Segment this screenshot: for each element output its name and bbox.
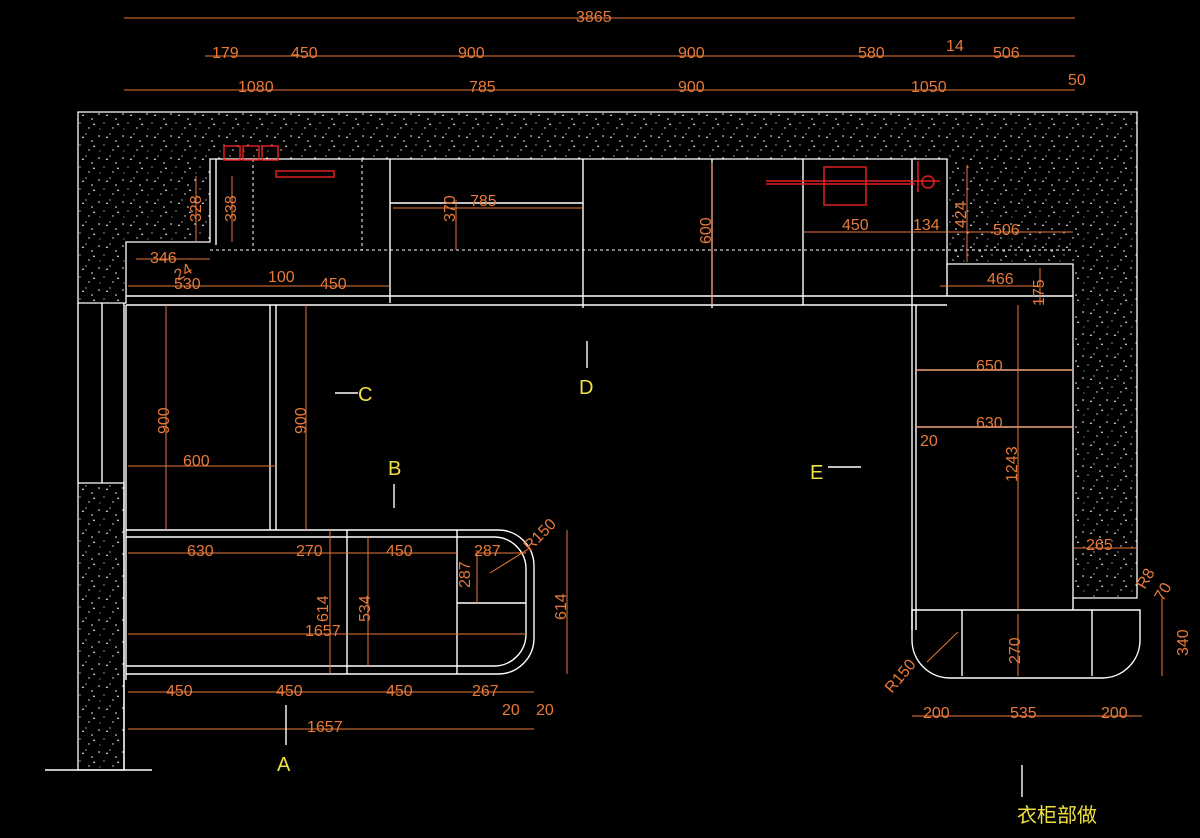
dim-287-vert: 287 xyxy=(457,561,474,588)
top-dimensions: 3865 179 450 900 900 580 14 506 1080 785… xyxy=(212,9,1086,96)
wall-left-lower xyxy=(77,482,125,771)
zone-label-d: D xyxy=(579,377,593,399)
dim-r150-right: R150 xyxy=(882,656,920,696)
zone-labels: A B C D E 衣柜部做 xyxy=(277,377,1097,827)
zone-label-e: E xyxy=(810,462,823,484)
dim-600-left: 600 xyxy=(183,453,210,470)
dim-328: 328 xyxy=(188,195,205,222)
dim-200-right: 200 xyxy=(1101,705,1128,722)
bottom-dimensions: 450 450 450 267 20 20 1657 xyxy=(166,683,554,736)
dim-24: 24 xyxy=(172,261,196,285)
dim-r150-island: R150 xyxy=(521,516,560,555)
dim-535: 535 xyxy=(1010,705,1037,722)
dim-650: 650 xyxy=(976,358,1003,375)
dim-top-179: 179 xyxy=(212,45,239,62)
dim-top-14: 14 xyxy=(946,38,964,55)
dim-bottom-20b: 20 xyxy=(536,702,554,719)
dim-134: 134 xyxy=(913,217,940,234)
dim-530: 530 xyxy=(174,276,201,293)
dim-row3-900: 900 xyxy=(678,79,705,96)
walls xyxy=(45,111,1138,771)
dim-top-900b: 900 xyxy=(678,45,705,62)
zone-label-c: C xyxy=(358,384,372,406)
dim-bottom-267: 267 xyxy=(472,683,499,700)
dim-534: 534 xyxy=(357,595,374,622)
dim-bottom-450b: 450 xyxy=(276,683,303,700)
dim-row3-50: 50 xyxy=(1068,72,1086,89)
dim-265: 265 xyxy=(1086,537,1113,554)
dim-370: 370 xyxy=(442,195,459,222)
dim-1243: 1243 xyxy=(1004,446,1021,482)
dim-785: 785 xyxy=(470,193,497,210)
dim-450-right: 450 xyxy=(842,217,869,234)
dim-506-right: 506 xyxy=(993,222,1020,239)
dim-bottom-1657: 1657 xyxy=(307,719,343,736)
zone-label-a: A xyxy=(277,754,291,776)
dim-450-upper: 450 xyxy=(320,276,347,293)
dim-900-left: 900 xyxy=(156,407,173,434)
dim-614-inner: 614 xyxy=(315,595,332,622)
leaders xyxy=(285,341,1023,797)
dim-top-450: 450 xyxy=(291,45,318,62)
right-upper-dimensions: 450 134 424 506 466 175 xyxy=(842,201,1048,306)
dim-270-island: 270 xyxy=(296,543,323,560)
dim-900-inner: 900 xyxy=(293,407,310,434)
zone-label-b: B xyxy=(388,458,401,480)
dim-270-right: 270 xyxy=(1007,637,1024,664)
dim-338: 338 xyxy=(223,195,240,222)
dim-overall: 3865 xyxy=(576,9,612,26)
dim-287-horiz: 287 xyxy=(474,543,501,560)
cabinet-lines xyxy=(125,159,1141,680)
dim-bottom-450c: 450 xyxy=(386,683,413,700)
dim-614-outer: 614 xyxy=(553,593,570,620)
dim-top-506: 506 xyxy=(993,45,1020,62)
dimension-lines xyxy=(124,17,1163,730)
dim-340: 340 xyxy=(1175,629,1192,656)
dim-1657-island: 1657 xyxy=(305,623,341,640)
dim-466: 466 xyxy=(987,271,1014,288)
dim-bottom-450a: 450 xyxy=(166,683,193,700)
dim-424: 424 xyxy=(953,201,970,228)
dim-630-right: 630 xyxy=(976,415,1003,432)
dim-175: 175 xyxy=(1031,279,1048,306)
dim-630-island: 630 xyxy=(187,543,214,560)
dim-row3-1050: 1050 xyxy=(911,79,947,96)
wardrobe-note: 衣柜部做 xyxy=(1017,804,1097,827)
dim-70: 70 xyxy=(1152,580,1176,604)
upper-left-dimensions: 328 338 346 24 530 100 450 xyxy=(150,195,347,293)
dim-600-center: 600 xyxy=(698,217,715,244)
dim-346: 346 xyxy=(150,250,177,267)
center-dimensions: 370 785 600 xyxy=(442,193,715,244)
dim-row3-1080: 1080 xyxy=(238,79,274,96)
island-dimensions: 630 270 450 287 287 R150 614 534 1657 61… xyxy=(187,516,570,640)
left-cabinet-dimensions: 900 900 600 xyxy=(156,407,310,470)
dim-top-900a: 900 xyxy=(458,45,485,62)
dim-bottom-20a: 20 xyxy=(502,702,520,719)
dim-200-left: 200 xyxy=(923,705,950,722)
right-side-dimensions: 650 630 20 1243 265 R8 70 340 270 R150 2… xyxy=(882,358,1192,722)
dim-top-580: 580 xyxy=(858,45,885,62)
fixtures xyxy=(223,145,940,206)
dim-450-island: 450 xyxy=(386,543,413,560)
dim-20-right: 20 xyxy=(920,433,938,450)
dim-100: 100 xyxy=(268,269,295,286)
wall-hatch xyxy=(77,111,1138,599)
dim-row3-785: 785 xyxy=(469,79,496,96)
